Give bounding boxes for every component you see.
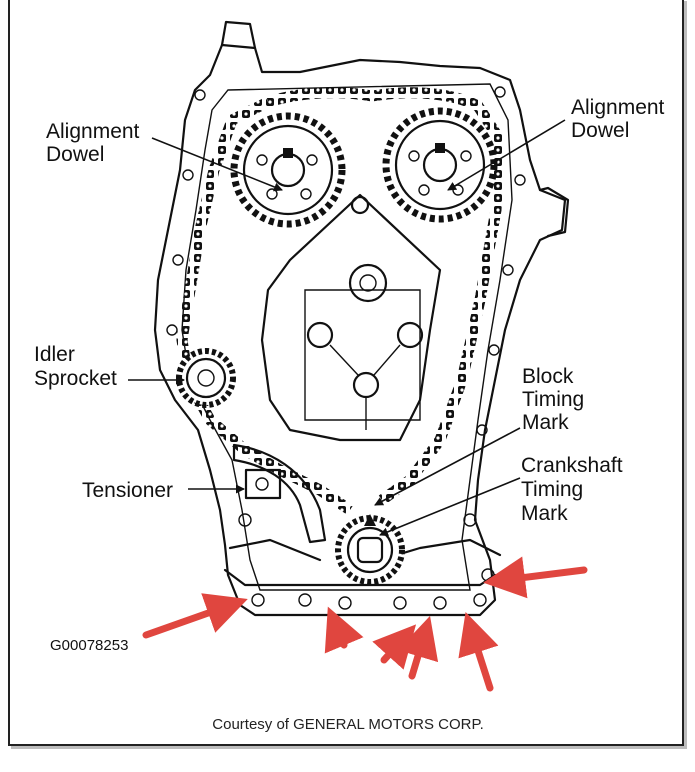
credit-line: Courtesy of GENERAL MOTORS CORP. bbox=[212, 716, 483, 733]
center-housing bbox=[260, 193, 442, 442]
left-cam-sprocket bbox=[230, 112, 346, 228]
label-alignment-dowel-left: Alignment Dowel bbox=[46, 120, 145, 166]
red-arrow-icon bbox=[324, 606, 364, 654]
red-arrow-icon bbox=[372, 624, 417, 670]
red-arrow-icon bbox=[483, 556, 588, 599]
timing-chain bbox=[176, 87, 506, 515]
red-arrow-icon bbox=[397, 615, 439, 680]
crankshaft-sprocket bbox=[335, 514, 405, 585]
label-alignment-dowel-right: Alignment Dowel bbox=[571, 96, 670, 142]
figure-code: G00078253 bbox=[50, 637, 128, 654]
tensioner bbox=[232, 443, 327, 544]
idler-sprocket bbox=[176, 348, 236, 408]
red-arrow-icon bbox=[458, 612, 499, 692]
label-tensioner: Tensioner bbox=[82, 479, 173, 502]
red-arrow-icon bbox=[142, 593, 248, 639]
label-crankshaft-timing-mark: Crankshaft Timing Mark bbox=[521, 454, 628, 525]
leader-lines bbox=[128, 119, 566, 537]
bolt-holes bbox=[166, 86, 526, 610]
label-idler-sprocket: Idler Sprocket bbox=[34, 343, 117, 390]
right-cam-sprocket bbox=[382, 107, 498, 223]
label-block-timing-mark: Block Timing Mark bbox=[522, 365, 590, 434]
red-arrows bbox=[142, 556, 588, 692]
engine-cover bbox=[153, 20, 570, 617]
